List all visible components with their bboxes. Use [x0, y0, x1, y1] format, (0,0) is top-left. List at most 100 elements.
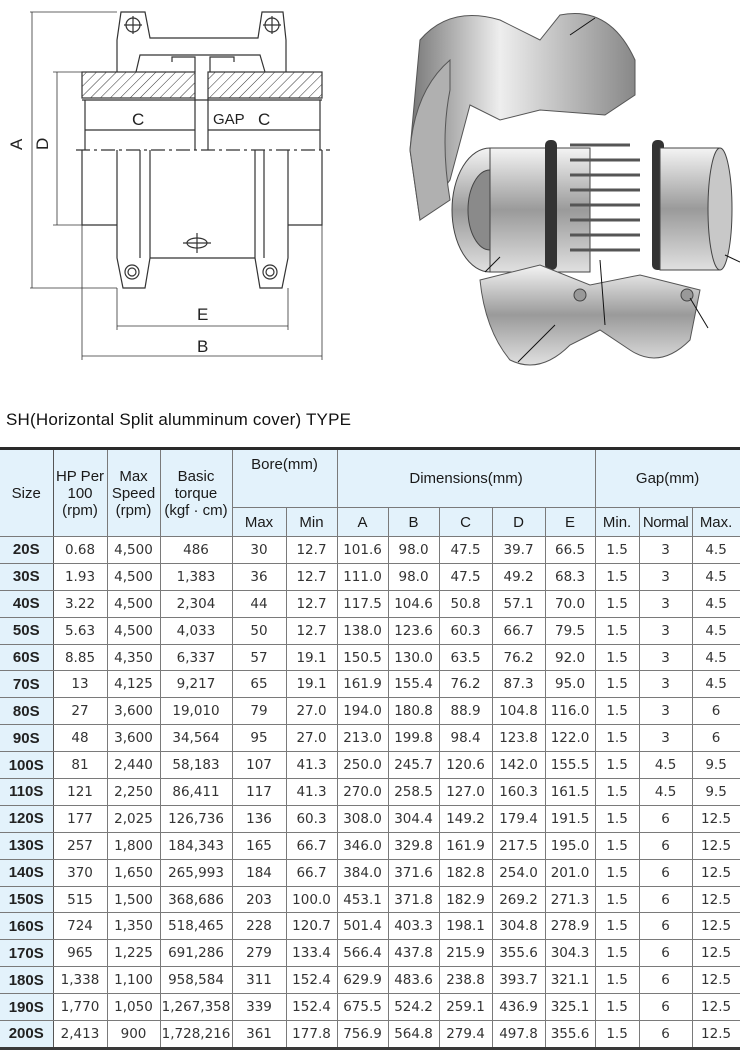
cell-speed: 2,025	[106, 804, 161, 833]
cell-gap-max: 4.5	[691, 536, 740, 564]
cell-bore-min: 60.3	[285, 804, 338, 833]
cell-bore-min: 100.0	[285, 885, 338, 914]
cell-bore-max: 165	[231, 831, 287, 860]
cell-hp: 27	[52, 697, 108, 726]
cell-e: 68.3	[544, 562, 596, 591]
cell-speed: 1,500	[106, 885, 161, 914]
cell-torque: 486	[159, 536, 233, 564]
cell-size: 90S	[0, 724, 54, 753]
cell-c: 259.1	[438, 993, 493, 1022]
cell-size: 20S	[0, 536, 54, 564]
cell-gap-max: 9.5	[691, 751, 740, 780]
cell-c: 161.9	[438, 831, 493, 860]
cell-hp: 257	[52, 831, 108, 860]
cell-bore-max: 57	[231, 643, 287, 672]
cell-speed: 4,350	[106, 643, 161, 672]
cell-gap-max: 12.5	[691, 885, 740, 914]
cell-size: 110S	[0, 778, 54, 806]
cell-bore-max: 311	[231, 966, 287, 995]
cell-b: 564.8	[387, 1020, 440, 1049]
cell-d: 39.7	[491, 536, 546, 564]
header-gap-min: Min.	[594, 507, 640, 537]
cell-size: 180S	[0, 966, 54, 995]
cell-c: 88.9	[438, 697, 493, 726]
cell-a: 101.6	[336, 536, 389, 564]
cell-gap-max: 6	[691, 724, 740, 753]
cell-c: 238.8	[438, 966, 493, 995]
cell-gap-max: 12.5	[691, 966, 740, 995]
cell-torque: 126,736	[159, 804, 233, 833]
cell-a: 453.1	[336, 885, 389, 914]
cell-d: 49.2	[491, 562, 546, 591]
cell-d: 76.2	[491, 643, 546, 672]
cell-a: 250.0	[336, 751, 389, 780]
cell-speed: 1,100	[106, 966, 161, 995]
cell-bore-min: 12.7	[285, 589, 338, 618]
cell-bore-max: 361	[231, 1020, 287, 1049]
cell-gap-max: 12.5	[691, 804, 740, 833]
cell-gap-normal: 6	[638, 885, 693, 914]
cell-gap-min: 1.5	[594, 751, 640, 780]
cell-hp: 724	[52, 912, 108, 941]
cell-gap-max: 12.5	[691, 939, 740, 968]
cell-d: 123.8	[491, 724, 546, 753]
label-c-left: C	[132, 110, 144, 129]
cell-gap-max: 12.5	[691, 831, 740, 860]
cell-c: 98.4	[438, 724, 493, 753]
cell-a: 213.0	[336, 724, 389, 753]
cell-bore-min: 41.3	[285, 751, 338, 780]
cell-gap-normal: 3	[638, 697, 693, 726]
cell-d: 179.4	[491, 804, 546, 833]
cell-a: 161.9	[336, 670, 389, 699]
cell-gap-normal: 6	[638, 939, 693, 968]
cell-hp: 965	[52, 939, 108, 968]
cell-gap-normal: 3	[638, 670, 693, 699]
cell-a: 138.0	[336, 616, 389, 645]
cell-gap-min: 1.5	[594, 589, 640, 618]
cell-e: 304.3	[544, 939, 596, 968]
cell-speed: 3,600	[106, 697, 161, 726]
cell-size: 150S	[0, 885, 54, 914]
cell-a: 756.9	[336, 1020, 389, 1049]
cell-torque: 58,183	[159, 751, 233, 780]
cell-speed: 4,500	[106, 536, 161, 564]
cell-hp: 0.68	[52, 536, 108, 564]
cell-bore-max: 65	[231, 670, 287, 699]
cell-hp: 515	[52, 885, 108, 914]
cell-d: 160.3	[491, 778, 546, 806]
cell-a: 384.0	[336, 858, 389, 887]
cell-e: 201.0	[544, 858, 596, 887]
cell-b: 483.6	[387, 966, 440, 995]
cell-size: 130S	[0, 831, 54, 860]
header-dim-e: E	[544, 507, 596, 537]
cell-bore-min: 27.0	[285, 697, 338, 726]
cell-b: 524.2	[387, 993, 440, 1022]
cell-b: 104.6	[387, 589, 440, 618]
cell-torque: 86,411	[159, 778, 233, 806]
cell-bore-min: 66.7	[285, 831, 338, 860]
cell-d: 217.5	[491, 831, 546, 860]
cell-d: 87.3	[491, 670, 546, 699]
cell-gap-min: 1.5	[594, 724, 640, 753]
cell-gap-max: 12.5	[691, 912, 740, 941]
cell-gap-normal: 6	[638, 993, 693, 1022]
cell-c: 76.2	[438, 670, 493, 699]
cell-c: 127.0	[438, 778, 493, 806]
cell-gap-normal: 6	[638, 1020, 693, 1049]
cell-e: 79.5	[544, 616, 596, 645]
cell-c: 47.5	[438, 536, 493, 564]
cell-e: 92.0	[544, 643, 596, 672]
cell-a: 566.4	[336, 939, 389, 968]
cell-c: 50.8	[438, 589, 493, 618]
cell-hp: 48	[52, 724, 108, 753]
cell-gap-max: 12.5	[691, 1020, 740, 1049]
cell-d: 497.8	[491, 1020, 546, 1049]
cell-torque: 958,584	[159, 966, 233, 995]
